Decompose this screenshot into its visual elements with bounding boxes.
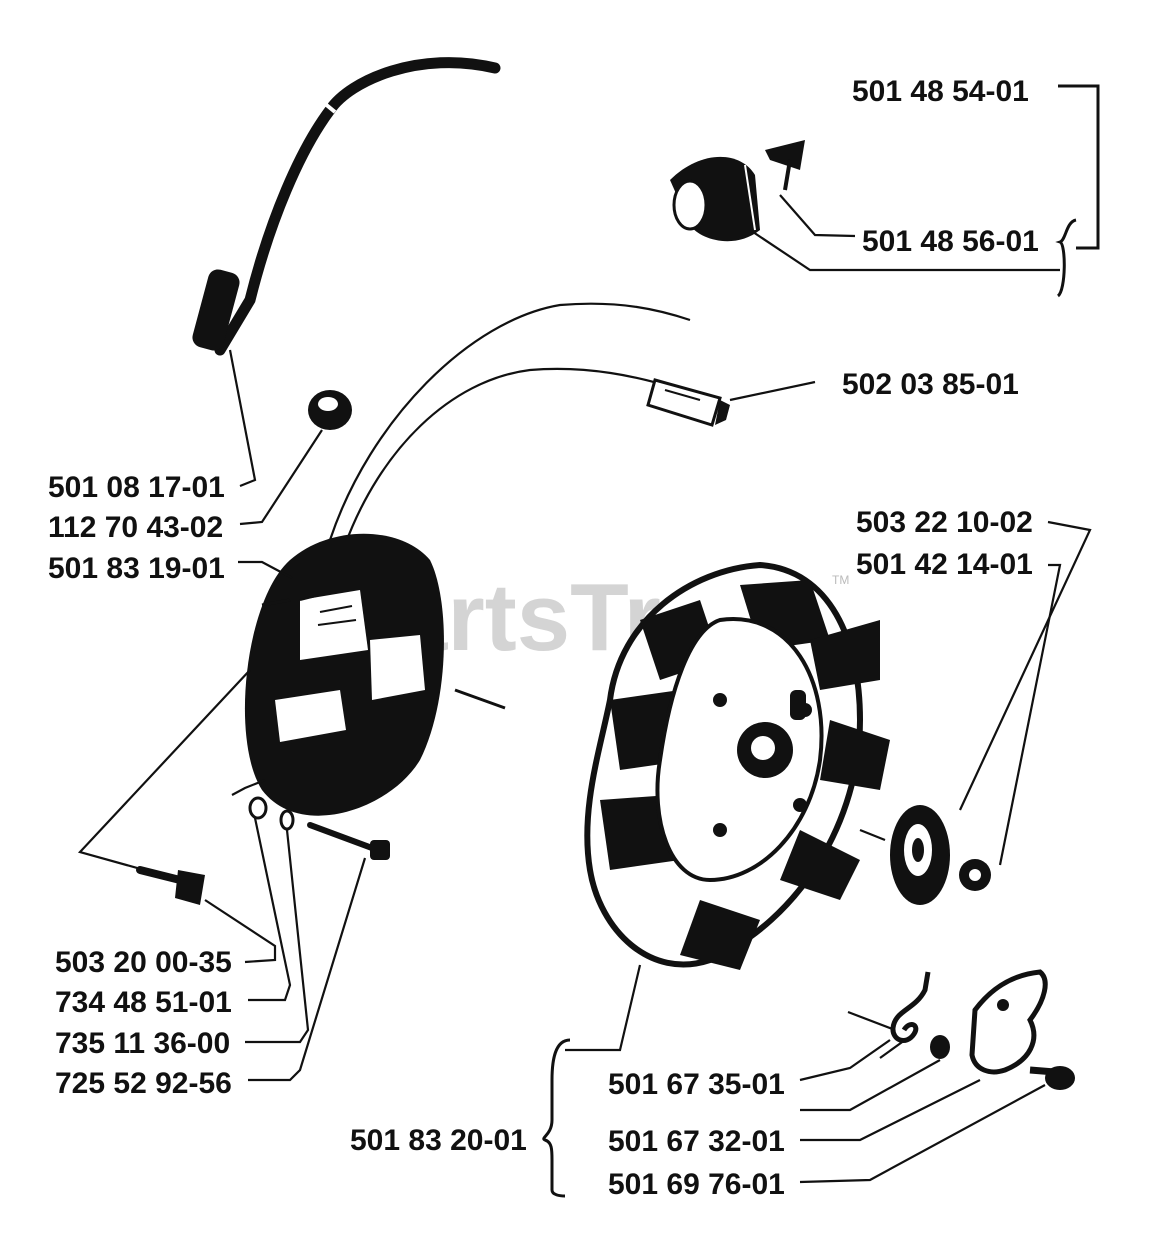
label-734-48-51-01: 734 48 51-01 (55, 986, 232, 1019)
watermark-trademark: TM (832, 573, 849, 587)
switch-wire-part[interactable] (765, 140, 805, 191)
pawl-washer-part[interactable] (930, 1035, 950, 1059)
label-503-20-00-35: 503 20 00-35 (55, 946, 232, 979)
ignition-module-wires (328, 302, 691, 546)
part-labels: 501 48 54-01 501 48 56-01 502 03 85-01 5… (48, 75, 1039, 1201)
label-501-67-35-01: 501 67 35-01 (608, 1068, 785, 1101)
label-501-08-17-01: 501 08 17-01 (48, 471, 225, 504)
label-501-42-14-01: 501 42 14-01 (856, 548, 1033, 581)
pawl-part[interactable] (969, 969, 1048, 1075)
label-501-48-54-01: 501 48 54-01 (852, 75, 1029, 108)
label-501-48-56-01: 501 48 56-01 (862, 225, 1039, 258)
pawl-axis-line (847, 1010, 896, 1032)
label-735-11-36-00: 735 11 36-00 (55, 1027, 230, 1060)
grommet-part[interactable] (308, 390, 352, 430)
pawl-spring-part[interactable] (879, 971, 931, 1059)
lock-washer-part[interactable] (279, 809, 295, 831)
label-502-03-85-01: 502 03 85-01 (842, 368, 1019, 401)
terminal-connector-part[interactable] (646, 378, 730, 427)
axis-line (454, 688, 506, 710)
label-501-67-32-01: 501 67 32-01 (608, 1125, 785, 1158)
pawl-screw-part[interactable] (1029, 1066, 1075, 1090)
label-501-83-19-01: 501 83 19-01 (48, 552, 225, 585)
label-501-69-76-01: 501 69 76-01 (608, 1168, 785, 1201)
ignition-module-part[interactable] (244, 533, 444, 816)
label-112-70-43-02: 112 70 43-02 (48, 511, 223, 544)
label-725-52-92-56: 725 52 92-56 (55, 1067, 232, 1100)
ignition-lead-with-boot[interactable] (190, 57, 501, 356)
flywheel-nut-part[interactable] (959, 859, 991, 891)
label-501-83-20-01: 501 83 20-01 (350, 1124, 527, 1157)
stop-switch-part[interactable] (670, 156, 760, 242)
label-503-22-10-02: 503 22 10-02 (856, 506, 1033, 539)
leader-lines (77, 84, 1100, 1198)
flywheel-washer-part[interactable] (890, 805, 950, 905)
screw-part[interactable] (136, 866, 205, 905)
flywheel-part[interactable] (584, 561, 890, 970)
washer-part[interactable] (248, 796, 268, 820)
long-screw-part[interactable] (307, 822, 390, 860)
shaft-line (859, 828, 886, 842)
